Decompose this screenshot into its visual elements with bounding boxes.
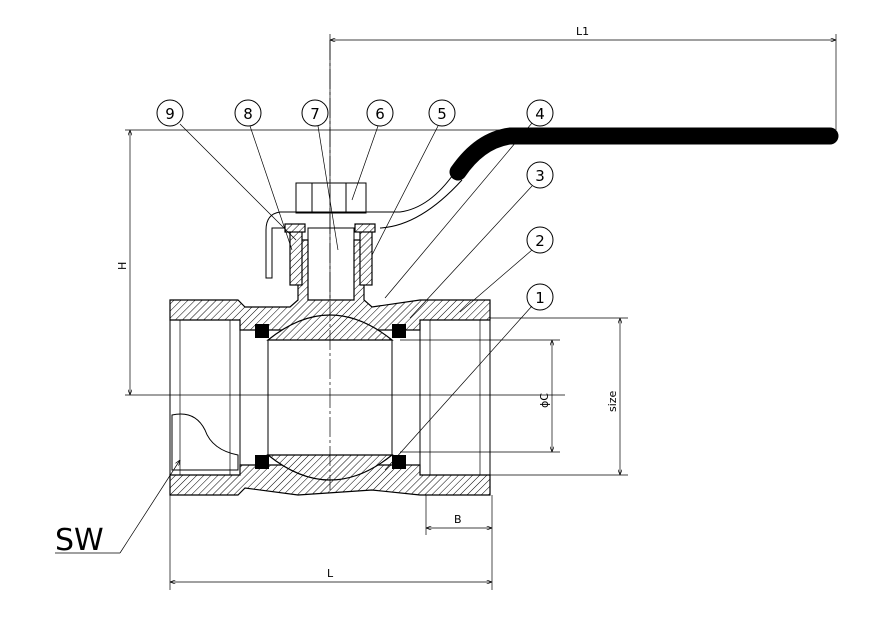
- balloon-3: 3: [526, 161, 554, 189]
- balloon-5: 5: [428, 99, 456, 127]
- svg-text:8: 8: [243, 105, 253, 123]
- dimension-SW: SW: [55, 460, 180, 558]
- dim-phiC-label: ϕC: [538, 393, 551, 408]
- balloon-1: 1: [526, 283, 554, 311]
- dimension-L1: L1: [329, 25, 837, 320]
- part-balloons: 9 8 7 6 5 4 3 2 1: [156, 99, 554, 471]
- balloon-2: 2: [526, 226, 554, 254]
- dimension-size: size: [490, 317, 628, 476]
- balloon-9: 9: [156, 99, 184, 127]
- svg-text:9: 9: [165, 105, 175, 123]
- dim-B-label: B: [454, 513, 462, 526]
- dimension-phiC: ϕC: [400, 339, 560, 453]
- lever-handle: [265, 127, 839, 279]
- stem-nut: [295, 182, 367, 214]
- balloon-7: 7: [301, 99, 329, 127]
- svg-text:4: 4: [535, 105, 545, 123]
- dim-SW-label: SW: [55, 523, 104, 558]
- dimension-L: L: [169, 495, 492, 590]
- svg-text:5: 5: [437, 105, 447, 123]
- svg-text:2: 2: [535, 232, 545, 250]
- balloon-4: 4: [526, 99, 554, 127]
- svg-text:7: 7: [310, 105, 320, 123]
- svg-text:3: 3: [535, 167, 545, 185]
- dim-H-label: H: [116, 262, 129, 270]
- ball: [255, 40, 406, 490]
- dimension-H: H: [116, 129, 565, 396]
- svg-text:1: 1: [535, 289, 545, 307]
- dim-L-label: L: [327, 567, 334, 580]
- balloon-6: 6: [366, 99, 394, 127]
- dim-L1-label: L1: [576, 25, 589, 38]
- svg-text:6: 6: [375, 105, 385, 123]
- dimension-B: B: [425, 495, 493, 590]
- balloon-8: 8: [234, 99, 262, 127]
- dim-size-label: size: [606, 390, 619, 412]
